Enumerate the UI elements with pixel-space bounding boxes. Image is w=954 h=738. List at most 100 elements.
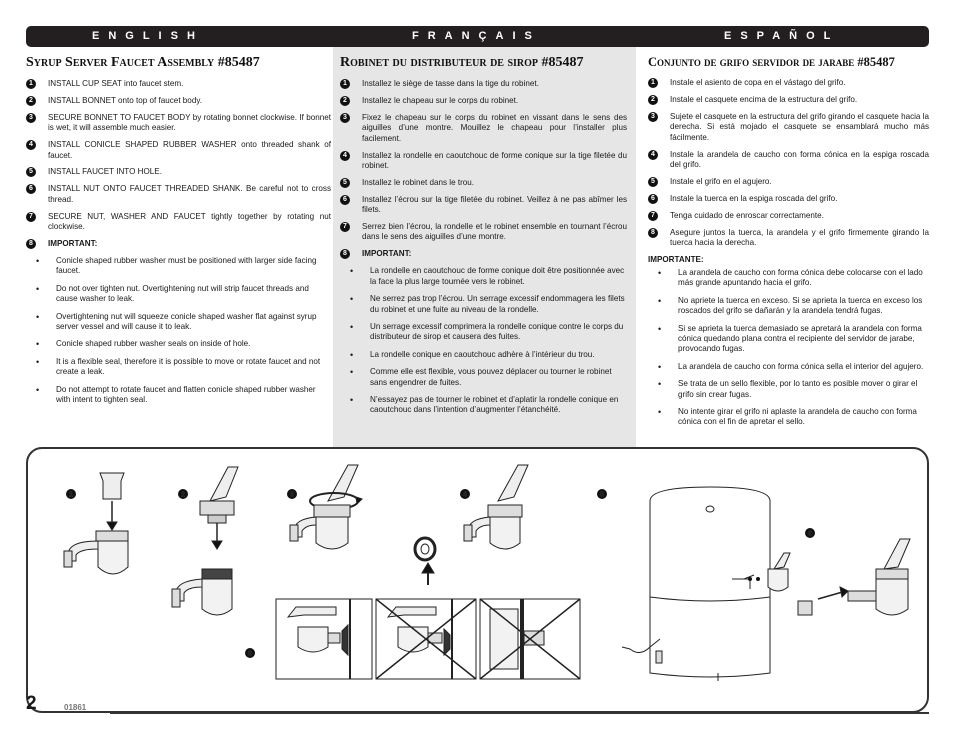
step-number: 2 xyxy=(26,95,36,106)
step-number: 6 xyxy=(648,193,658,204)
list-item: Un serrage excessif comprimera la rondel… xyxy=(340,322,627,343)
svg-text:3: 3 xyxy=(290,492,294,499)
list-item: La arandela de caucho con forma cónica d… xyxy=(648,268,929,289)
list-item: Do not over tighten nut. Overtightening … xyxy=(26,284,331,305)
figure-2-bonnet: 2 xyxy=(171,466,239,616)
list-item: La rondelle en caoutchouc de forme coniq… xyxy=(340,266,627,287)
step-number: 3 xyxy=(648,111,658,122)
svg-text:6: 6 xyxy=(808,531,812,538)
step-number: 5 xyxy=(26,167,36,178)
important-label: IMPORTANTE: xyxy=(648,254,704,264)
step-number: 5 xyxy=(648,176,658,187)
list-item: La rondelle conique en caoutchouc adhère… xyxy=(340,350,627,361)
svg-text:5: 5 xyxy=(600,492,604,499)
step-number: 8 xyxy=(648,227,658,238)
step-number: 4 xyxy=(26,140,36,151)
step-number: 2 xyxy=(648,94,658,105)
step-number: 8 xyxy=(340,249,350,260)
step-number: 6 xyxy=(26,184,36,195)
svg-text:8: 8 xyxy=(248,651,252,658)
english-title: Syrup Server Faucet Assembly #85487 xyxy=(26,55,260,70)
english-important-list: Conicle shaped rubber washer must be pos… xyxy=(26,256,331,405)
step-number: 1 xyxy=(26,79,36,89)
step-number: 6 xyxy=(340,194,350,205)
list-item: No apriete la tuerca en exceso. Si se ap… xyxy=(648,296,929,317)
spanish-title: Conjunto de grifo servidor de jarabe #85… xyxy=(648,55,895,69)
step-number: 4 xyxy=(648,149,658,160)
step-number: 2 xyxy=(340,95,350,106)
step-number: 3 xyxy=(26,112,36,123)
figure-6-install-nut: 6 xyxy=(797,528,911,616)
french-important-list: La rondelle en caoutchouc de forme coniq… xyxy=(340,266,627,415)
assembly-illustrations: 1 2 3 xyxy=(63,464,911,681)
list-item: Si se aprieta la tuerca demasiado se apr… xyxy=(648,324,929,355)
header-english: ENGLISH xyxy=(92,30,204,42)
list-item: Comme elle est flexible, vous pouvez dép… xyxy=(340,367,627,388)
step-number: 7 xyxy=(26,211,36,222)
step-number: 1 xyxy=(648,78,658,88)
step-number: 5 xyxy=(340,177,350,188)
list-item: It is a flexible seal, therefore it is p… xyxy=(26,357,331,378)
figure-4-conical-washer: 4 xyxy=(413,464,529,585)
spanish-important-list: La arandela de caucho con forma cónica d… xyxy=(648,268,929,428)
figure-1-cup-seat: 1 xyxy=(63,472,129,575)
header-francais: FRANÇAIS xyxy=(412,30,541,42)
step-number: 3 xyxy=(340,112,350,123)
list-item: N’essayez pas de tourner le robinet et d… xyxy=(340,395,627,416)
header-espanol: ESPAÑOL xyxy=(724,30,840,42)
step-number: 7 xyxy=(648,210,658,221)
step-item: 8 IMPORTANT: xyxy=(26,238,331,249)
list-item: Conicle shaped rubber washer must be pos… xyxy=(26,256,331,277)
page-number: 2 xyxy=(26,693,37,714)
footer-rule xyxy=(110,712,929,714)
french-title: Robinet du distributeur de sirop #85487 xyxy=(340,55,584,70)
figure-8-washer-orientation: 8 xyxy=(245,598,581,680)
list-item: Ne serrez pas trop l’écrou. Un serrage e… xyxy=(340,294,627,315)
step-item: 8 IMPORTANT: xyxy=(340,249,627,260)
important-label: IMPORTANT: xyxy=(48,238,98,248)
list-item: No intente girar el grifo ni aplaste la … xyxy=(648,407,929,428)
list-item: Se trata de un sello flexible, por lo ta… xyxy=(648,379,929,400)
svg-text:4: 4 xyxy=(463,492,467,499)
document-code: 01861 xyxy=(64,703,87,712)
list-item: Overtightening nut will squeeze conicle … xyxy=(26,312,331,333)
language-header-bar: ENGLISH FRANÇAIS ESPAÑOL xyxy=(26,26,929,47)
step-number: 7 xyxy=(340,222,350,233)
spanish-column: Conjunto de grifo servidor de jarabe #85… xyxy=(638,47,929,447)
illustration-panel: 1 2 3 xyxy=(26,447,929,713)
important-label: IMPORTANT: xyxy=(362,249,412,259)
list-item: Do not attempt to rotate faucet and flat… xyxy=(26,385,331,406)
svg-text:2: 2 xyxy=(181,492,185,499)
svg-text:1: 1 xyxy=(69,492,73,499)
figure-3-rotate-bonnet: 3 xyxy=(287,464,363,550)
step-number: 1 xyxy=(340,79,350,89)
step-number: 4 xyxy=(340,150,350,161)
french-column: Robinet du distributeur de sirop #85487 … xyxy=(333,47,636,447)
step-number: 8 xyxy=(26,238,36,249)
